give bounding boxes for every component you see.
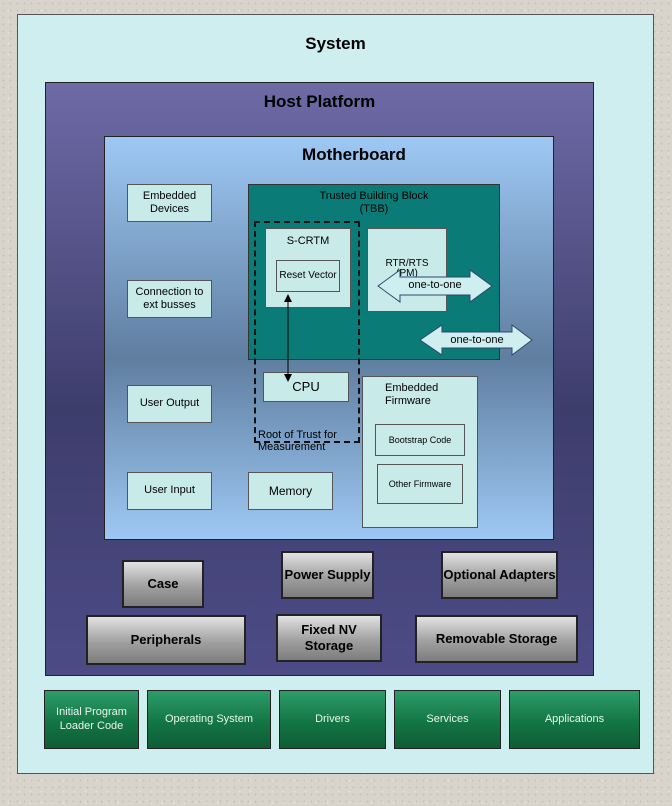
reset-cpu-arrow [284,294,292,382]
one-to-one-arrow-1 [377,269,493,303]
one-to-one-arrow-2 [419,324,533,356]
peripherals-box: Peripherals [86,615,246,665]
tbb-subtitle: (TBB) [359,203,389,216]
one-to-one-label-1: one-to-one [408,279,462,291]
bootstrap-code-box: Bootstrap Code [375,424,465,456]
one-to-one-label-2: one-to-one [450,334,504,346]
initial-program-loader-box: Initial Program Loader Code [44,690,139,749]
system-title: System [305,34,366,53]
host-platform-title: Host Platform [263,92,376,111]
rtm-label: Root of Trust for Measurement [258,429,337,454]
services-box: Services [394,690,501,749]
cpu-box: CPU [263,372,349,402]
applications-box: Applications [509,690,640,749]
s-crtm-label: S-CRTM [286,235,330,247]
removable-storage-box: Removable Storage [415,615,578,663]
rtr-rts-sub: (PM) [396,268,418,279]
rtr-rts-box: RTR/RTS(PM) [367,228,447,312]
optional-adapters-box: Optional Adapters [441,551,558,599]
motherboard-title: Motherboard [302,145,406,164]
drivers-box: Drivers [279,690,386,749]
tbb-label: Trusted Building Block (TBB) [248,190,500,216]
rtm-boundary [254,221,360,443]
user-output-box: User Output [127,385,212,423]
tbb-title: Trusted Building Block [319,190,429,202]
embedded-firmware-title: Embedded Firmware [385,382,439,408]
memory-box: Memory [248,472,333,510]
other-firmware-box: Other Firmware [377,464,463,504]
user-input-box: User Input [127,472,212,510]
fixed-nv-storage-box: Fixed NV Storage [276,614,382,662]
rtr-rts-label: RTR/RTS [385,258,429,269]
operating-system-box: Operating System [147,690,271,749]
embedded-devices-box: Embedded Devices [127,184,212,222]
connection-ext-busses-box: Connection to ext busses [127,280,212,318]
case-box: Case [122,560,204,608]
reset-vector-box: Reset Vector [276,260,340,292]
power-supply-box: Power Supply [281,551,374,599]
